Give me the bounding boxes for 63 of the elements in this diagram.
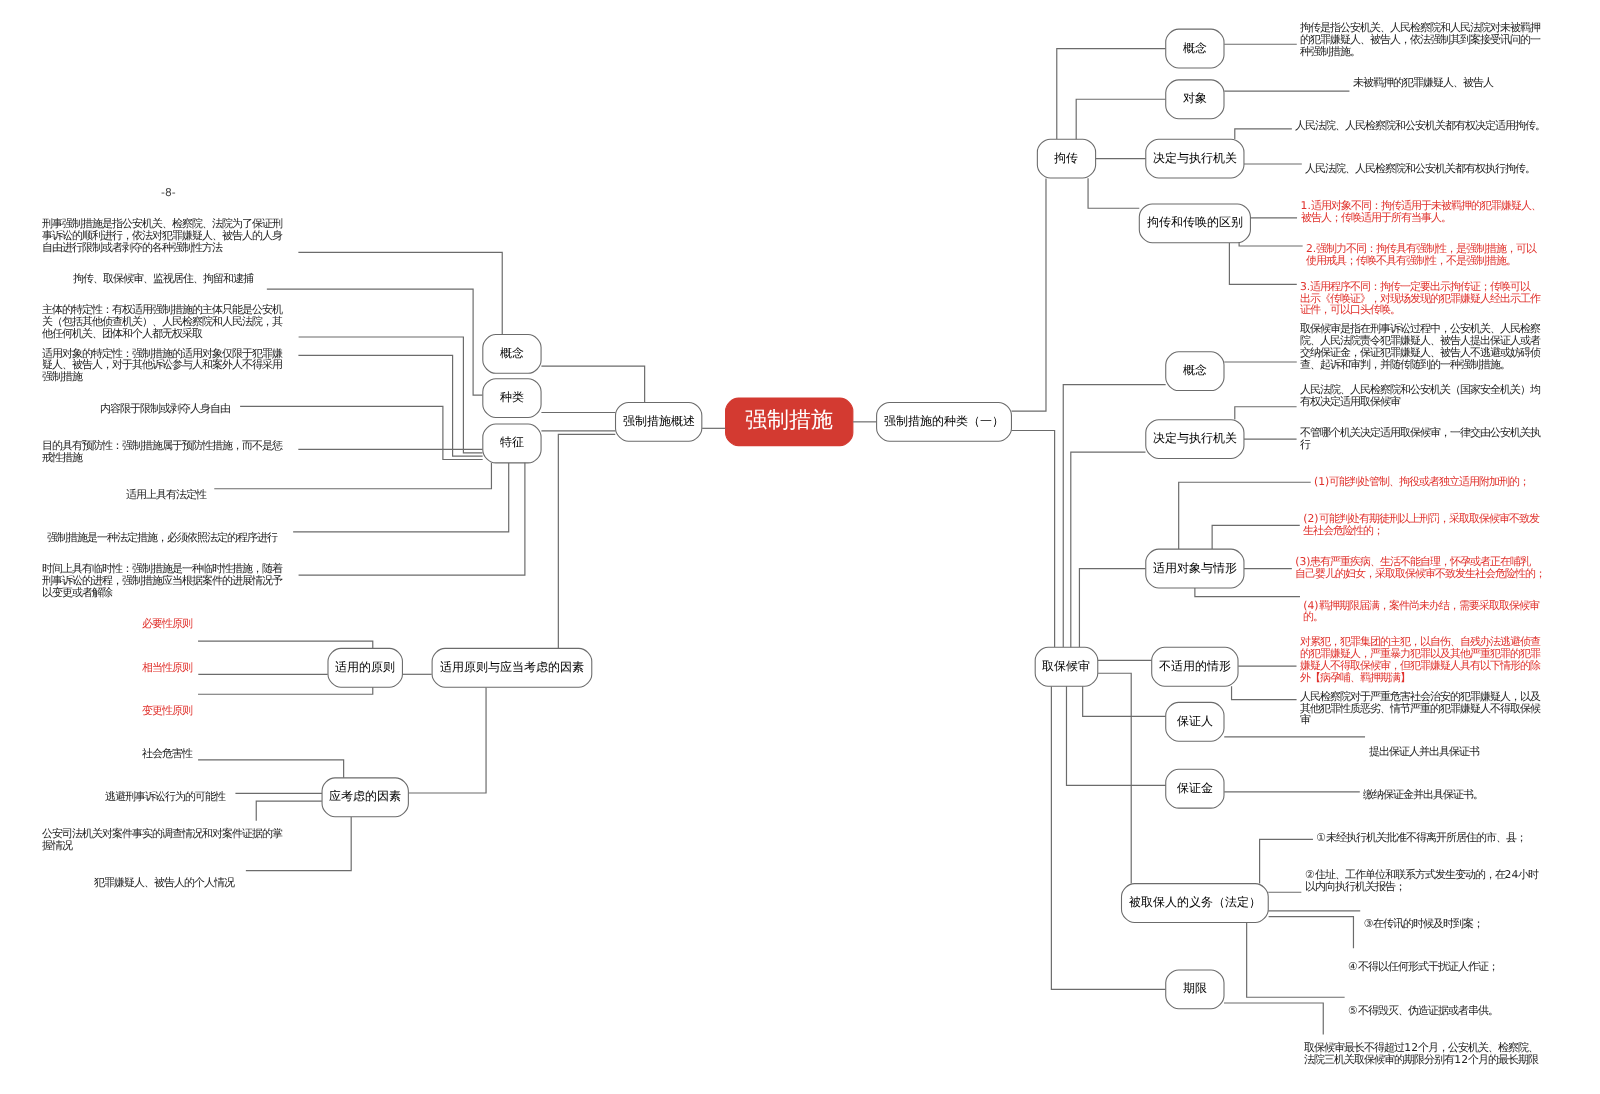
connector <box>1211 524 1301 550</box>
connector <box>197 673 329 675</box>
connector <box>1056 47 1167 140</box>
connector <box>266 288 484 396</box>
connector <box>1070 451 1147 648</box>
connector <box>1223 361 1298 363</box>
connector <box>1050 685 1167 990</box>
connector <box>1267 910 1361 912</box>
connector <box>292 462 510 533</box>
connector <box>701 427 727 429</box>
connector <box>1234 406 1298 421</box>
connector <box>1082 685 1167 717</box>
connector <box>1243 568 1293 570</box>
connector <box>1223 90 1351 92</box>
connector <box>1065 685 1167 787</box>
connector <box>1097 659 1153 661</box>
connector <box>1178 481 1312 550</box>
connector <box>852 421 877 423</box>
connector <box>297 448 484 451</box>
connector <box>1062 384 1167 648</box>
connector <box>540 365 646 403</box>
connector <box>1234 128 1293 140</box>
connector <box>401 673 433 675</box>
connector <box>1259 838 1314 885</box>
connector <box>1237 665 1298 667</box>
connector <box>1243 438 1298 440</box>
connector <box>1087 177 1140 209</box>
connector <box>1194 587 1301 598</box>
connector <box>540 430 617 432</box>
connector <box>213 462 493 490</box>
connector <box>1223 736 1366 738</box>
connector <box>197 759 345 779</box>
connector <box>1097 672 1132 885</box>
connector <box>297 251 503 335</box>
connector <box>1223 43 1298 45</box>
connector <box>245 816 352 872</box>
connector <box>255 800 323 822</box>
connector <box>540 411 617 414</box>
connector <box>1010 177 1047 412</box>
connector <box>1250 217 1298 219</box>
connector <box>1228 242 1298 285</box>
connector <box>1243 163 1303 165</box>
connector <box>1246 921 1346 998</box>
connector <box>1010 429 1056 648</box>
connector <box>297 354 484 457</box>
connector <box>239 405 484 461</box>
connector <box>197 686 374 695</box>
connector <box>234 792 323 794</box>
connector <box>1230 685 1298 701</box>
connector <box>197 640 374 649</box>
connector <box>298 336 484 454</box>
connector <box>1268 916 1355 949</box>
connector <box>1095 158 1147 160</box>
connector <box>407 686 487 794</box>
connector <box>1078 568 1147 648</box>
connector <box>557 433 616 649</box>
connector <box>1238 242 1304 247</box>
connector <box>1075 98 1167 140</box>
connector <box>1223 791 1361 793</box>
connector <box>1223 1002 1324 1036</box>
node-box: 强制措施 <box>725 397 854 447</box>
connector <box>297 462 526 576</box>
connector <box>1267 891 1302 893</box>
